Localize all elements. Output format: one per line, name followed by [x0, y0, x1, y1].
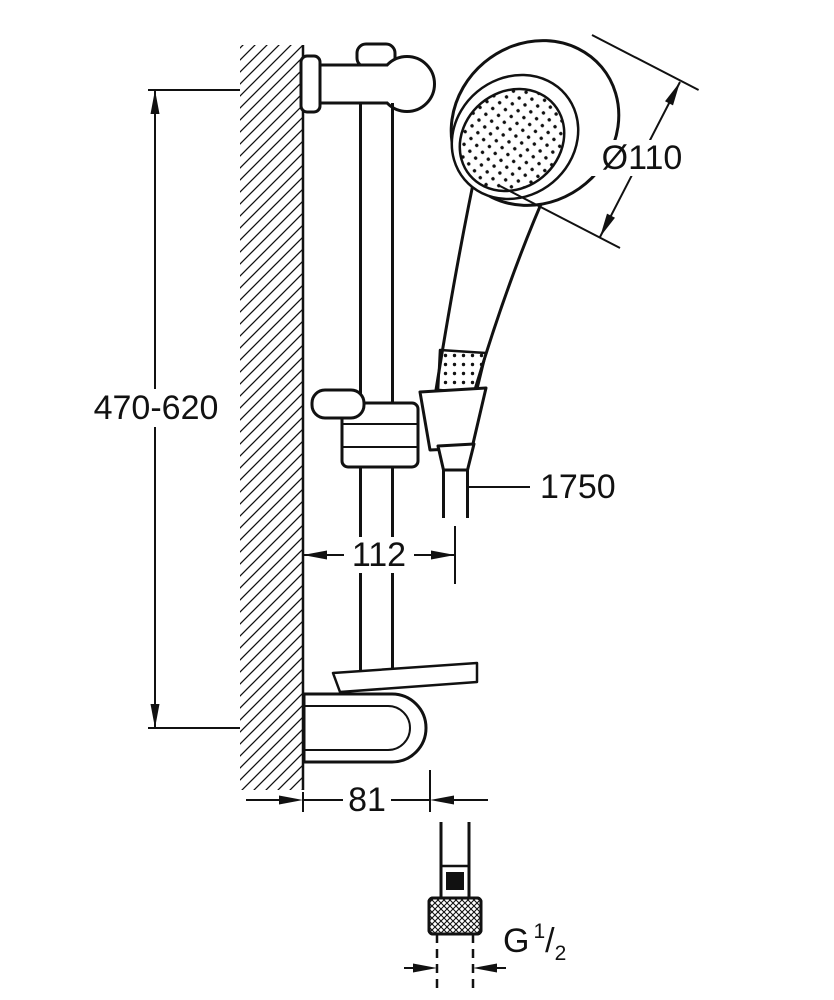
dim-offset-top: 112 — [303, 526, 456, 584]
bottom-wall-bracket — [302, 661, 479, 764]
shower-rail — [359, 103, 394, 670]
thread-slash: / — [545, 922, 555, 960]
arrow-upper — [665, 82, 680, 106]
label-bg — [588, 140, 696, 176]
holder-lever — [310, 388, 366, 420]
label-bg — [84, 389, 228, 427]
extension-line-upper — [591, 34, 700, 91]
hand-shower — [434, 39, 621, 396]
offset-top-label: 112 — [352, 536, 406, 574]
bracket-wall-escutcheon — [299, 54, 322, 114]
knurled-nut — [427, 896, 483, 936]
arrow-right — [431, 550, 455, 560]
arrow-left — [303, 550, 327, 560]
hose-end-connector — [427, 822, 483, 988]
top-wall-bracket — [299, 42, 436, 114]
hose-connector-cone — [436, 442, 476, 472]
hose-length-label: 1750 — [540, 468, 616, 506]
label-bg — [343, 782, 391, 818]
spray-face — [458, 87, 566, 193]
thread-denominator: 2 — [555, 942, 567, 965]
label-bg — [344, 537, 414, 573]
ferrule-band — [446, 872, 464, 890]
extension-line-lower — [499, 185, 621, 249]
offset-bottom-label: 81 — [348, 781, 386, 819]
thread-numerator: 1 — [533, 920, 545, 943]
bracket-foot — [302, 692, 428, 764]
dim-hose-length: 1750 — [467, 468, 616, 506]
wall-hatch — [240, 45, 303, 790]
arrow-lower — [600, 213, 615, 237]
arrow-left — [413, 963, 437, 973]
dim-rail-height: 470-620 — [84, 89, 240, 729]
bracket-foot-inner-line — [304, 705, 411, 751]
arrow-left — [279, 795, 303, 805]
wall-section — [240, 45, 305, 790]
holder-clamp — [340, 401, 420, 469]
soap-dish-tray — [331, 661, 479, 694]
dim-offset-bottom: 81 — [246, 770, 488, 819]
shower-hose-upper — [442, 470, 469, 518]
dim-head-diameter: Ø110 — [499, 34, 700, 249]
arrow-right — [430, 795, 454, 805]
head-diameter-label: Ø110 — [602, 139, 683, 177]
arrow-right — [473, 963, 497, 973]
holder-cup — [418, 386, 488, 452]
shower-holder — [310, 386, 488, 472]
rail-height-label: 470-620 — [94, 389, 219, 427]
thread-prefix: G — [503, 922, 529, 960]
arrow-down — [150, 704, 160, 728]
arrow-up — [150, 90, 160, 114]
